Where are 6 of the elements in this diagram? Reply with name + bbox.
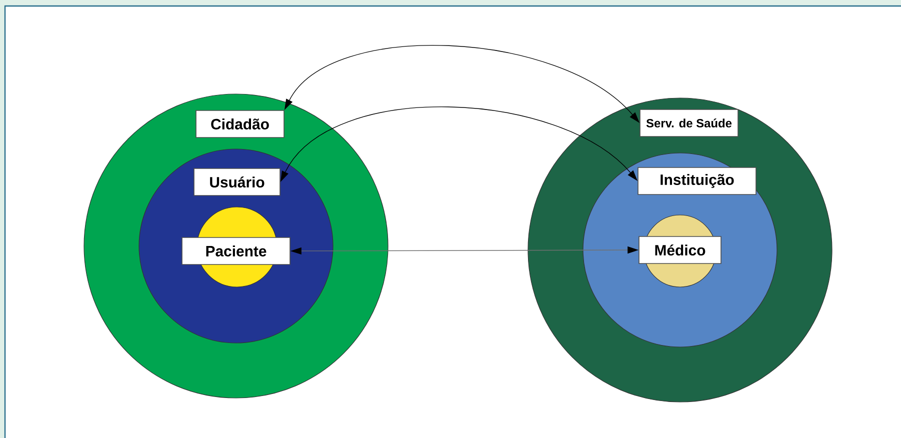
label-box: Usuário — [194, 168, 280, 196]
label-box: Serv. de Saúde — [640, 109, 738, 137]
label-box: Cidadão — [196, 110, 284, 138]
label-box: Paciente — [182, 237, 290, 265]
label-box: Médico — [638, 236, 722, 264]
label-box: Instituição — [638, 167, 756, 195]
